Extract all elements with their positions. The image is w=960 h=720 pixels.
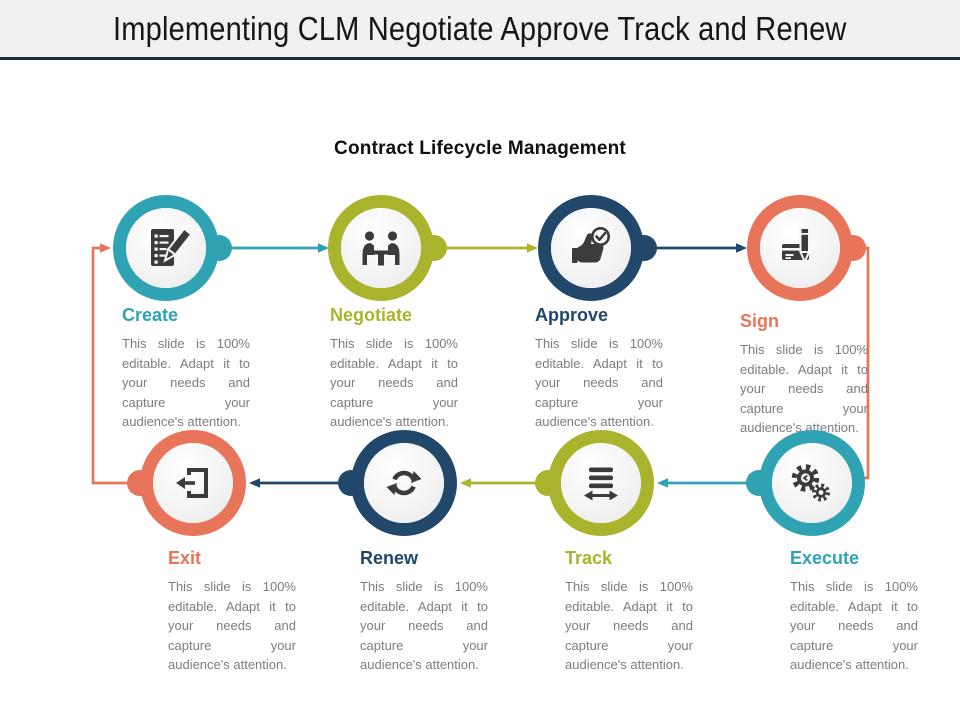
step-title: Negotiate [330,305,413,325]
arrow-execute-to-track [657,478,756,488]
arrow-renew-to-exit [249,478,348,488]
step-label-negotiate: Negotiate This slide is 100% editable. A… [330,305,470,432]
step-title: Execute [790,548,860,568]
step-description: This slide is 100% editable. Adapt it to… [565,579,693,672]
negotiation-table-icon [362,231,400,266]
title-rule [0,57,960,60]
connector-node [746,470,772,496]
step-description: This slide is 100% editable. Adapt it to… [360,579,488,672]
gears-icon [791,464,830,502]
step-label-exit: Exit This slide is 100% editable. Adapt … [168,548,308,675]
step-circle-exit [127,430,246,536]
step-icon-wrap [760,208,840,288]
step-description: This slide is 100% editable. Adapt it to… [168,579,296,672]
title-bar: Implementing CLM Negotiate Approve Track… [0,0,960,57]
step-icon-wrap [364,443,444,523]
step-icon-wrap [772,443,852,523]
step-label-renew: Renew This slide is 100% editable. Adapt… [360,548,500,675]
connector-node [338,470,364,496]
step-icon-wrap [341,208,421,288]
arrow-track-to-renew [460,478,545,488]
arrow-create-to-negotiate [222,243,329,253]
step-label-track: Track This slide is 100% editable. Adapt… [565,548,705,675]
step-description: This slide is 100% editable. Adapt it to… [122,336,250,429]
step-title: Sign [740,311,779,331]
signature-pencil-icon [782,227,811,265]
step-label-execute: Execute This slide is 100% editable. Ada… [790,548,930,675]
list-double-arrow-icon [584,467,618,501]
step-label-approve: Approve This slide is 100% editable. Ada… [535,305,675,432]
exit-door-arrow-icon [176,468,208,498]
step-description: This slide is 100% editable. Adapt it to… [740,342,868,435]
connector-node [535,470,561,496]
step-circle-sign [747,195,866,301]
step-circle-execute [746,430,865,536]
connector-node [631,235,657,261]
connector-node [421,235,447,261]
step-label-create: Create This slide is 100% editable. Adap… [122,305,262,432]
step-circle-negotiate [328,195,447,301]
step-circle-create [113,195,232,301]
renew-cycle-icon [386,470,422,496]
thumbs-up-check-icon [572,227,610,263]
step-label-sign: Sign This slide is 100% editable. Adapt … [740,311,880,438]
step-icon-wrap [561,443,641,523]
step-circle-renew [338,430,457,536]
diagram-title: Contract Lifecycle Management [334,138,626,159]
arrow-exit-to-create [91,243,130,485]
step-icon-wrap [551,208,631,288]
step-circle-track [535,430,654,536]
step-description: This slide is 100% editable. Adapt it to… [790,579,918,672]
step-description: This slide is 100% editable. Adapt it to… [330,336,458,429]
step-description: This slide is 100% editable. Adapt it to… [535,336,663,429]
connector-node [840,235,866,261]
step-circle-approve [538,195,657,301]
document-pencil-icon [151,227,190,266]
step-title: Create [122,305,179,325]
arrow-negotiate-to-approve [437,243,538,253]
step-icon-wrap [126,208,206,288]
slide-title: Implementing CLM Negotiate Approve Track… [113,9,847,47]
step-title: Exit [168,548,202,568]
step-icon-wrap [153,443,233,523]
step-title: Renew [360,548,419,568]
connector-node [206,235,232,261]
arrow-approve-to-sign [647,243,747,253]
step-title: Approve [535,305,609,325]
connector-node [127,470,153,496]
step-title: Track [565,548,613,568]
